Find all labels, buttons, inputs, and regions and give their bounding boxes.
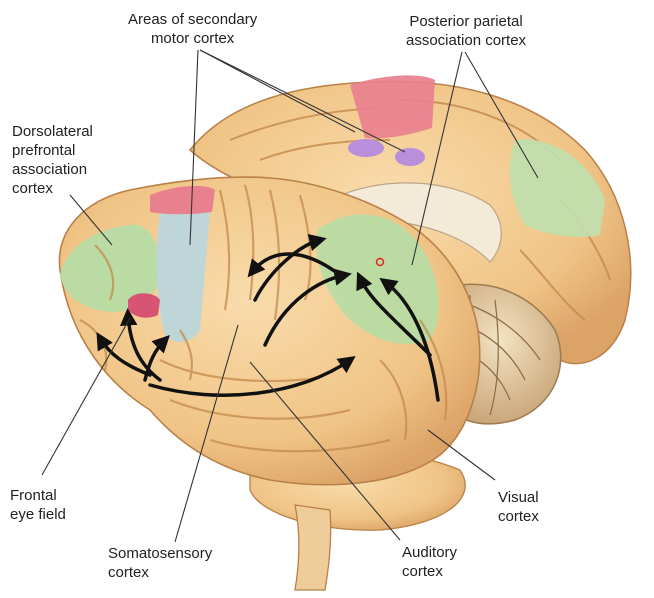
medial-parietal-region [509, 139, 605, 237]
parietal-lateral-region [316, 214, 439, 344]
lateral-secondary-motor-region [150, 185, 215, 215]
label-dorsolateral-prefrontal-association-cortex: Dorsolateral prefrontal association cort… [12, 123, 93, 197]
medial-secondary-motor-region [350, 75, 435, 139]
pathway-arrow-9 [143, 335, 170, 382]
pathway-arrow-7 [119, 308, 162, 382]
pathway-arrow-1 [379, 277, 440, 402]
label-somatosensory-cortex: Somatosensory cortex [108, 545, 213, 581]
premotor-region [156, 202, 210, 342]
medial-purple-spot-a [348, 139, 384, 157]
pathway-arrow-3 [247, 252, 342, 278]
label-posterior-parietal-association-cortex: Posterior parietal association cortex [406, 13, 527, 49]
pathway-arrow-4 [253, 234, 327, 302]
pathway-arrow-2 [356, 271, 432, 357]
medial-purple-spot-b [395, 148, 425, 166]
pathway-arrow-8 [96, 331, 152, 377]
label-visual-cortex: Visual cortex [498, 489, 539, 525]
pathway-arrow-6 [148, 355, 356, 397]
pathway-arrow-5 [263, 268, 352, 347]
brainstem [294, 504, 332, 591]
leader-lines [41, 49, 539, 543]
label-auditory-cortex: Auditory cortex [402, 544, 458, 580]
focus-dot [375, 257, 385, 267]
label-secondary-motor-cortex: Areas of secondary motor cortex [128, 11, 258, 47]
label-frontal-eye-field: Frontal eye field [10, 487, 66, 523]
